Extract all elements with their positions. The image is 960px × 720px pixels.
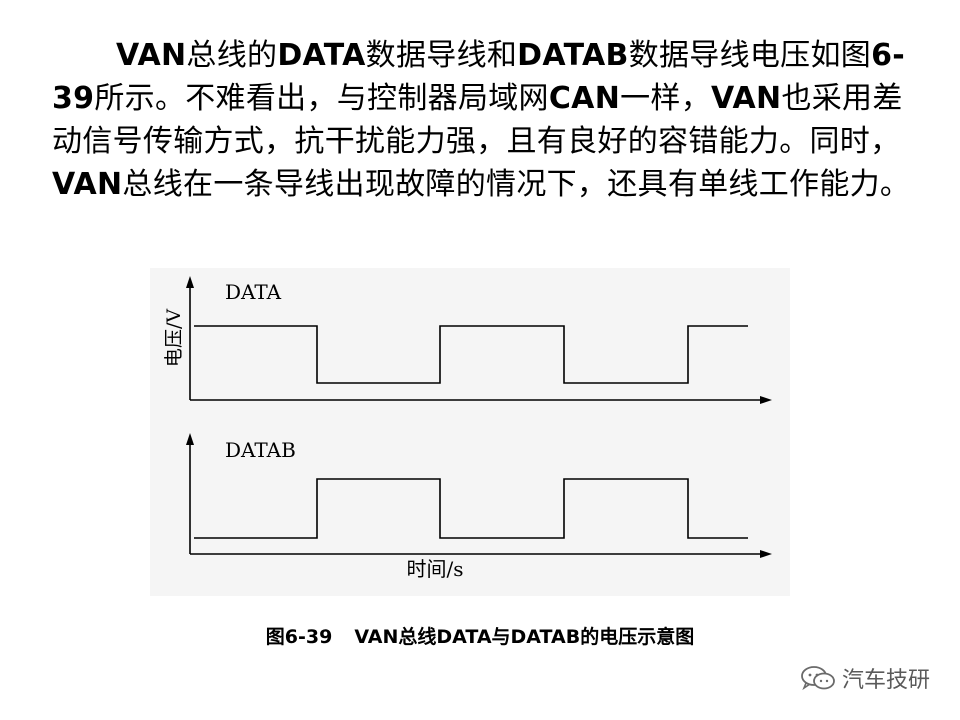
datab-signal-label: DATAB bbox=[225, 438, 296, 462]
voltage-diagram: DATA 电压/V DATAB 时间/s bbox=[150, 268, 790, 596]
watermark-text: 汽车技研 bbox=[841, 668, 930, 693]
datab-y-arrow-icon bbox=[186, 433, 194, 445]
para-seg: 总线的 bbox=[186, 38, 278, 73]
x-axis-label: 时间/s bbox=[406, 557, 463, 581]
datab-waveform bbox=[194, 478, 748, 539]
y-axis-label: 电压/V bbox=[163, 309, 185, 367]
para-seg: VAN bbox=[116, 38, 187, 73]
datab-panel-axes bbox=[186, 433, 772, 558]
body-paragraph: VAN总线的DATA数据导线和DATAB数据导线电压如图6-39所示。不难看出，… bbox=[52, 34, 912, 206]
data-y-arrow-icon bbox=[186, 276, 194, 288]
caption-number: 图6-39 bbox=[265, 626, 333, 648]
para-seg: 6-39 bbox=[52, 38, 906, 116]
figure-caption: 图6-39 VAN总线DATA与DATAB的电压示意图 bbox=[0, 622, 960, 649]
para-seg: 数据导线和 bbox=[365, 38, 518, 73]
para-seg: VAN bbox=[52, 167, 123, 202]
para-seg: DATAB bbox=[517, 38, 629, 73]
para-seg: DATA bbox=[277, 38, 366, 73]
datab-x-arrow-icon bbox=[760, 550, 772, 558]
data-panel-axes bbox=[186, 276, 772, 404]
data-waveform bbox=[194, 325, 748, 384]
para-seg: 所示。不难看出，与控制器局域网 bbox=[94, 81, 549, 116]
data-x-arrow-icon bbox=[760, 396, 772, 404]
para-seg: 总线在一条导线出现故障的情况下，还具有单线工作能力。 bbox=[122, 167, 911, 202]
para-seg: 也采用差动信号传输方式，抗干扰能力强，且有良好的容错能力。同时， bbox=[52, 81, 903, 159]
para-seg: CAN bbox=[548, 81, 621, 116]
voltage-diagram-svg: DATA 电压/V DATAB 时间/s bbox=[163, 276, 772, 581]
watermark: 汽车技研 bbox=[800, 662, 930, 694]
chat-bubble-icon bbox=[801, 666, 835, 691]
para-seg: 一样， bbox=[620, 81, 712, 116]
para-seg: VAN bbox=[711, 81, 782, 116]
para-seg: 数据导线电压如图 bbox=[628, 38, 872, 73]
data-signal-label: DATA bbox=[225, 280, 282, 304]
caption-title: VAN总线DATA与DATAB的电压示意图 bbox=[354, 626, 695, 648]
